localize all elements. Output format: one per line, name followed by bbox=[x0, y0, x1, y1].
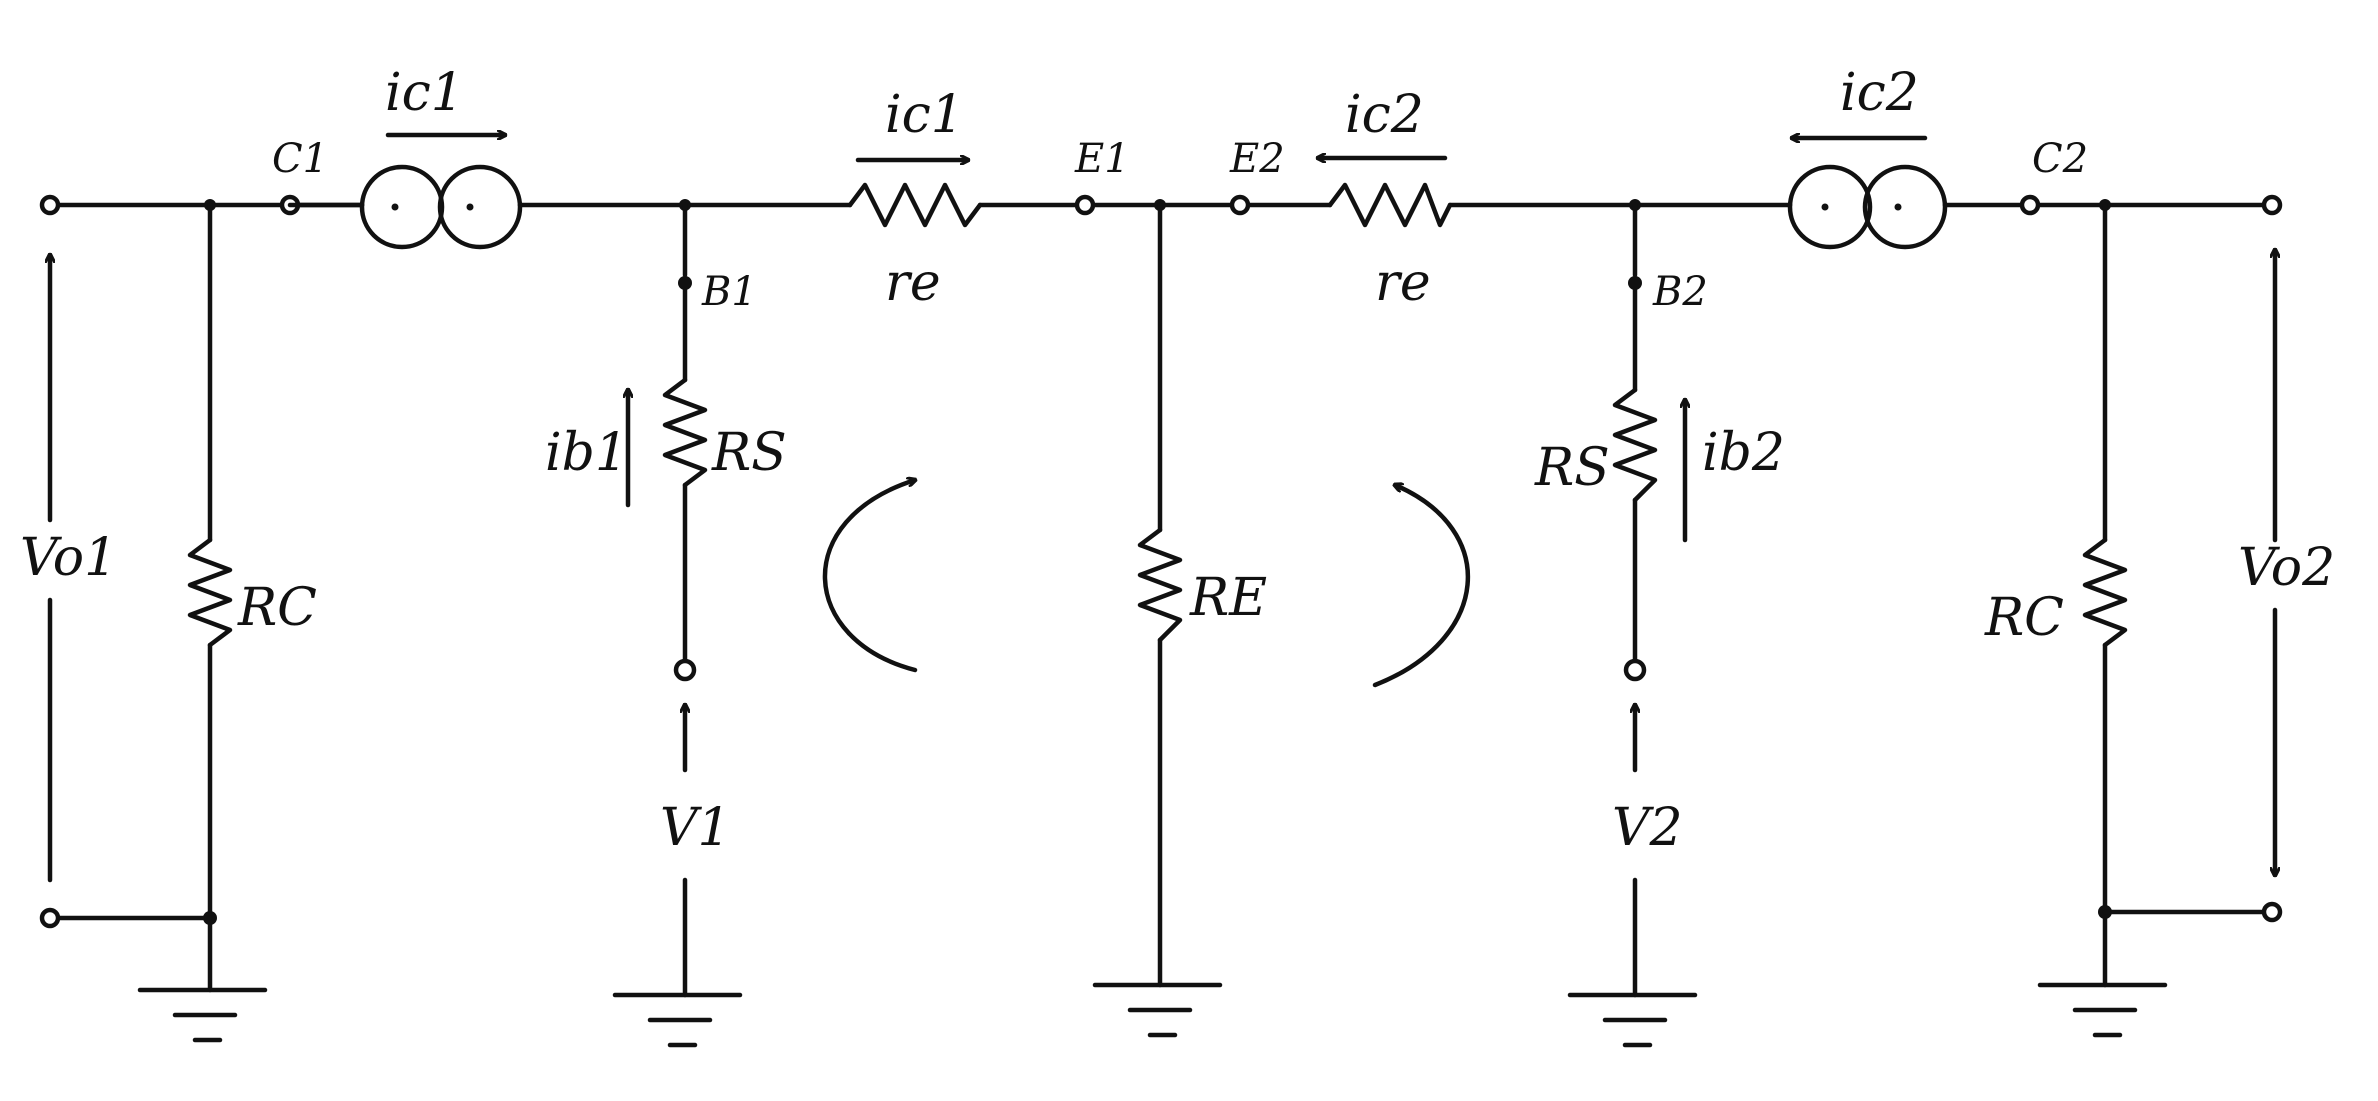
current-source-1 bbox=[287, 164, 523, 250]
e2-terminal bbox=[1229, 194, 1251, 216]
loop-arrow-left bbox=[822, 480, 915, 673]
ground-symbol bbox=[612, 992, 743, 1048]
re-center-label: RE bbox=[1189, 568, 1267, 628]
loop-arrow-right bbox=[1372, 485, 1471, 688]
ground-symbol bbox=[2037, 982, 2168, 1038]
ic1-source-label: ic1 bbox=[385, 63, 464, 123]
b2-label: B2 bbox=[1652, 269, 1708, 315]
rs-right-label: RS bbox=[1534, 438, 1610, 498]
ib2-label: ib2 bbox=[1702, 423, 1785, 483]
ground-symbol bbox=[1567, 992, 1698, 1048]
rs-right-resistor bbox=[1612, 202, 1658, 663]
re-left-label: re bbox=[885, 253, 941, 313]
ground-symbol bbox=[1092, 982, 1223, 1038]
rc-left-resistor bbox=[187, 202, 233, 993]
vo2-top-terminal bbox=[2261, 194, 2283, 216]
v1-label: V1 bbox=[660, 798, 731, 858]
current-source-2 bbox=[1787, 164, 1948, 250]
rc-right-resistor bbox=[2082, 202, 2128, 988]
rs-left-label: RS bbox=[711, 423, 787, 483]
c2-terminal bbox=[2019, 194, 2041, 216]
e2-label: E2 bbox=[1229, 136, 1285, 182]
ground-symbol bbox=[137, 987, 268, 1043]
c2-label: C2 bbox=[2032, 136, 2088, 182]
re-right-resistor bbox=[1327, 182, 1453, 228]
b1-label: B1 bbox=[701, 269, 757, 315]
vo2-label: Vo2 bbox=[2238, 538, 2335, 598]
ib1-label: ib1 bbox=[545, 423, 628, 483]
ic1-re-label: ic1 bbox=[885, 85, 964, 145]
ic2-re-label: ic2 bbox=[1345, 85, 1424, 145]
rc-right-label: RC bbox=[1984, 588, 2064, 648]
c1-label: C1 bbox=[272, 136, 328, 182]
e1-label: E1 bbox=[1074, 136, 1130, 182]
vo1-top-terminal bbox=[39, 194, 61, 216]
re-left-resistor bbox=[847, 182, 983, 228]
ic2-source-label: ic2 bbox=[1840, 63, 1919, 123]
re-center-resistor bbox=[1137, 202, 1183, 988]
rc-left-label: RC bbox=[237, 578, 317, 638]
e1-terminal bbox=[1074, 194, 1096, 216]
rs-left-resistor bbox=[662, 202, 708, 663]
v1-terminal bbox=[673, 658, 697, 682]
vo1-label: Vo1 bbox=[20, 528, 117, 588]
re-right-label: re bbox=[1375, 253, 1431, 313]
v2-label: V2 bbox=[1612, 798, 1683, 858]
vo1-bottom-terminal bbox=[39, 907, 61, 929]
v2-terminal bbox=[1623, 658, 1647, 682]
vo2-bottom-terminal bbox=[2261, 901, 2283, 923]
